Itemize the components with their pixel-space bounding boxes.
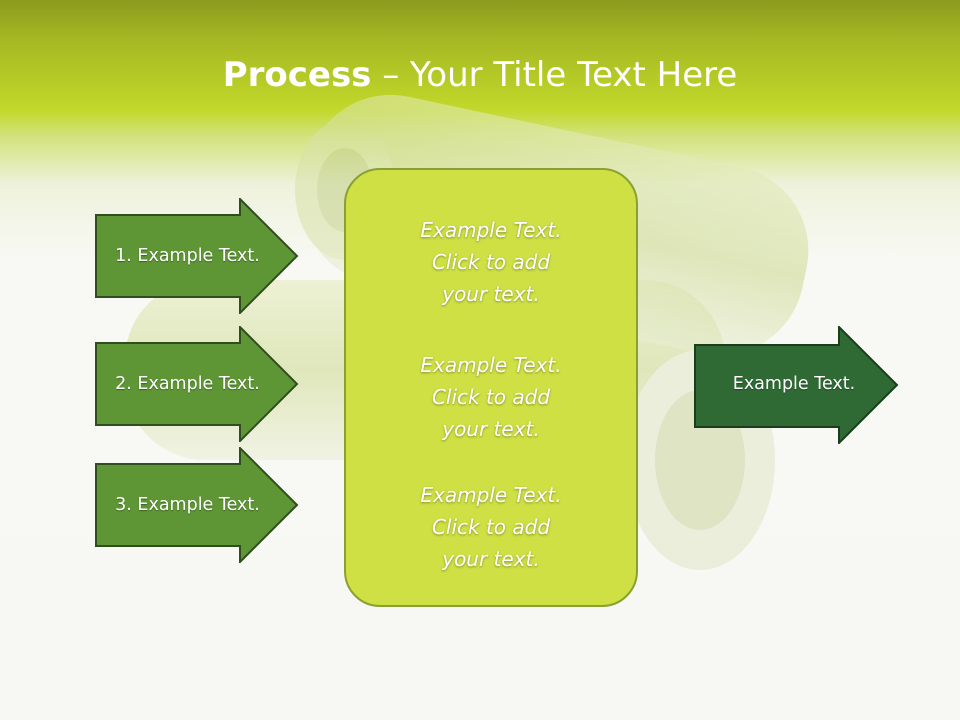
block-line: Click to add	[431, 515, 551, 539]
title-rest: – Your Title Text Here	[371, 55, 738, 95]
title-bold: Process	[222, 55, 372, 95]
block-line: Click to add	[431, 385, 551, 409]
output-label: Example Text.	[732, 374, 856, 394]
center-text-block-3: Example Text. Click to add your text.	[346, 479, 636, 575]
arrow-right-icon	[95, 198, 299, 314]
arrow-right-icon	[694, 326, 899, 444]
center-text-block-1: Example Text. Click to add your text.	[346, 214, 636, 310]
center-text-box[interactable]: Example Text. Click to add your text. Ex…	[344, 168, 638, 607]
step-arrow-3[interactable]: 3. Example Text.	[95, 447, 300, 563]
step-label-1: 1. Example Text.	[115, 246, 260, 266]
slide-title: Process – Your Title Text Here	[0, 52, 960, 98]
block-line: your text.	[442, 547, 540, 571]
block-line: Example Text.	[420, 218, 562, 242]
arrow-right-icon	[95, 326, 299, 442]
block-line: your text.	[442, 417, 540, 441]
step-arrow-1[interactable]: 1. Example Text.	[95, 198, 300, 314]
block-line: your text.	[442, 282, 540, 306]
step-label-2: 2. Example Text.	[115, 374, 260, 394]
step-arrow-2[interactable]: 2. Example Text.	[95, 326, 300, 442]
output-arrow[interactable]: Example Text.	[694, 326, 900, 444]
step-label-3: 3. Example Text.	[115, 495, 260, 515]
arrow-right-icon	[95, 447, 299, 563]
block-line: Example Text.	[420, 353, 562, 377]
block-line: Click to add	[431, 250, 551, 274]
block-line: Example Text.	[420, 483, 562, 507]
center-text-block-2: Example Text. Click to add your text.	[346, 349, 636, 445]
